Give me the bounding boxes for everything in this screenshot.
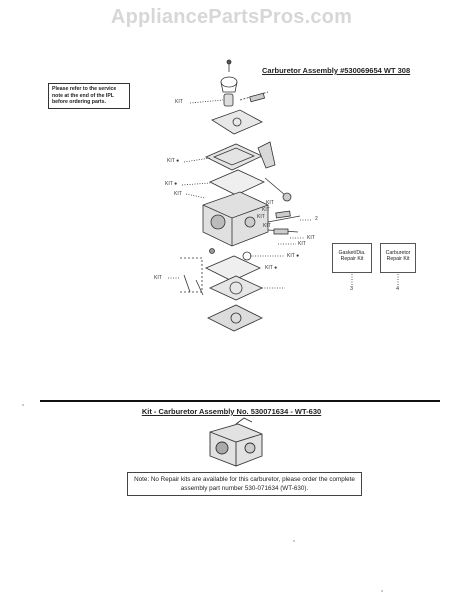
section2-title: Kit - Carburetor Assembly No. 530071634 … — [141, 407, 322, 416]
lever-arm — [257, 141, 276, 169]
needle-screw-1 — [275, 210, 291, 219]
callout-kit-b: KIT ● — [165, 181, 178, 187]
adjust-screw — [249, 92, 266, 103]
watermark: AppliancePartsPros.com — [110, 6, 353, 28]
needle-1 — [267, 215, 301, 223]
callout-kit-k: KIT ● — [265, 265, 278, 271]
leader-kit-b — [181, 182, 211, 186]
diaphragm-inner — [212, 147, 256, 166]
kit-box-number-4: 4 — [396, 286, 400, 292]
wt630-carburetor-illustration — [209, 417, 263, 467]
callout-kit-f: KIT — [257, 214, 265, 220]
bottom-screw-1 — [183, 274, 191, 293]
callout-kit-e: KIT — [262, 207, 270, 213]
small-plug — [209, 248, 215, 254]
main-body-port — [244, 216, 256, 228]
scan-speck — [381, 590, 383, 592]
gasket-2 — [205, 255, 261, 282]
carburetor-repair-kit-box: Carburetor Repair Kit — [380, 243, 416, 273]
callout-kit-h: KIT — [307, 235, 315, 241]
main-body — [202, 191, 269, 247]
needle-screw-2 — [273, 228, 289, 235]
rod-end — [282, 192, 292, 202]
callout-kit-g: KIT — [263, 223, 271, 229]
callout-kit-d: KIT — [266, 200, 274, 206]
bracket-dashed — [180, 257, 203, 293]
cover-hole — [232, 117, 242, 127]
top-screw-head — [226, 59, 232, 65]
top-cover-plate — [211, 109, 263, 135]
bottom-screw-2 — [195, 279, 204, 296]
pump-diaphragm — [209, 275, 263, 301]
callout-kit-c: KIT — [174, 191, 182, 197]
rod — [264, 177, 286, 196]
leader-kit-c — [185, 193, 206, 199]
no-repair-kit-note: Note: No Repair kits are available for t… — [127, 472, 362, 496]
cap-part — [220, 76, 238, 88]
carburetor-repair-kit-label: Carburetor Repair Kit — [385, 250, 411, 263]
callout-kit-a: KIT ● — [167, 158, 180, 164]
section1-title: Carburetor Assembly #530069654 WT 308 — [262, 66, 411, 75]
gasket-1 — [209, 169, 265, 196]
callout-kit-top: KIT — [175, 99, 183, 105]
leader-kit-top — [189, 99, 224, 104]
bottom-cover-hole — [230, 312, 242, 324]
small-ring — [242, 251, 252, 261]
gasket-diaphragm-kit-label: Gasket/Dia. Repair Kit — [338, 250, 366, 263]
gasket-diaphragm-kit-box: Gasket/Dia. Repair Kit — [332, 243, 372, 273]
scan-speck — [293, 540, 295, 542]
callout-kit-i: KIT — [298, 241, 306, 247]
service-note-box: Please refer to the service note at the … — [48, 83, 130, 109]
callout-number-2: 2 — [315, 216, 318, 222]
needle-spring — [223, 93, 234, 107]
callout-kit-j: KIT ● — [287, 253, 300, 259]
bottom-cover — [207, 304, 263, 332]
main-body-bore — [210, 214, 226, 230]
kit-box-number-3: 3 — [350, 286, 354, 292]
scan-speck — [22, 404, 24, 406]
cap-body — [220, 81, 238, 93]
leader-kit-a — [183, 157, 211, 163]
callout-kit-l: KIT — [154, 275, 162, 281]
pump-center — [229, 281, 243, 295]
section-divider — [40, 400, 440, 402]
